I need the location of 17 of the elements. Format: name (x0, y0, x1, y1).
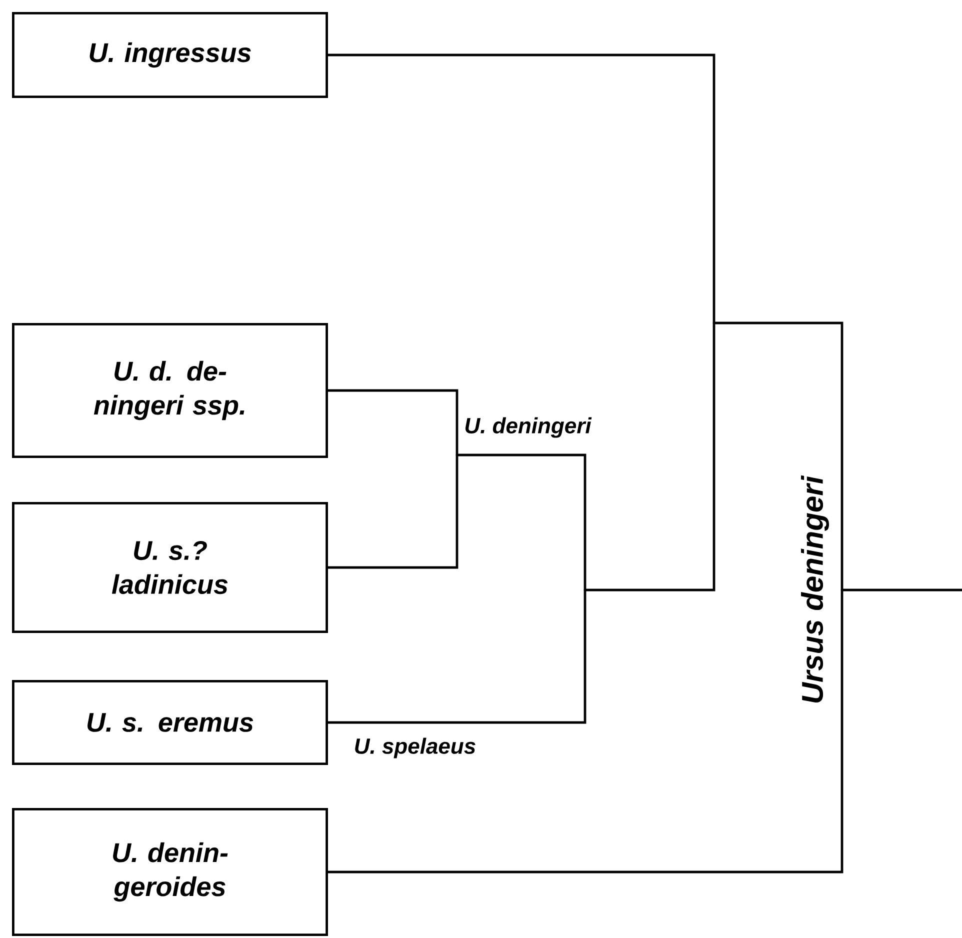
taxon-box: U. denin- geroides (12, 808, 328, 936)
clade-label: U. spelaeus (355, 738, 476, 758)
taxon-box: U. s.? ladinicus (12, 502, 328, 633)
taxon-box: U. s. eremus (12, 680, 328, 765)
tree-branch (328, 54, 716, 323)
tree-branch (328, 590, 844, 874)
tree-branch (714, 322, 844, 590)
tree-branch (328, 389, 458, 455)
taxon-box: U. ingressus (12, 12, 328, 98)
taxon-box: U. d. de- ningeri ssp. (12, 323, 328, 458)
tree-branch (328, 590, 586, 724)
clade-label: Ursus deningeri (801, 475, 829, 702)
tree-branch (842, 588, 962, 592)
tree-branch (328, 455, 458, 569)
tree-branch (585, 323, 716, 592)
tree-branch (457, 454, 586, 590)
clade-label: U. deningeri (466, 417, 592, 438)
